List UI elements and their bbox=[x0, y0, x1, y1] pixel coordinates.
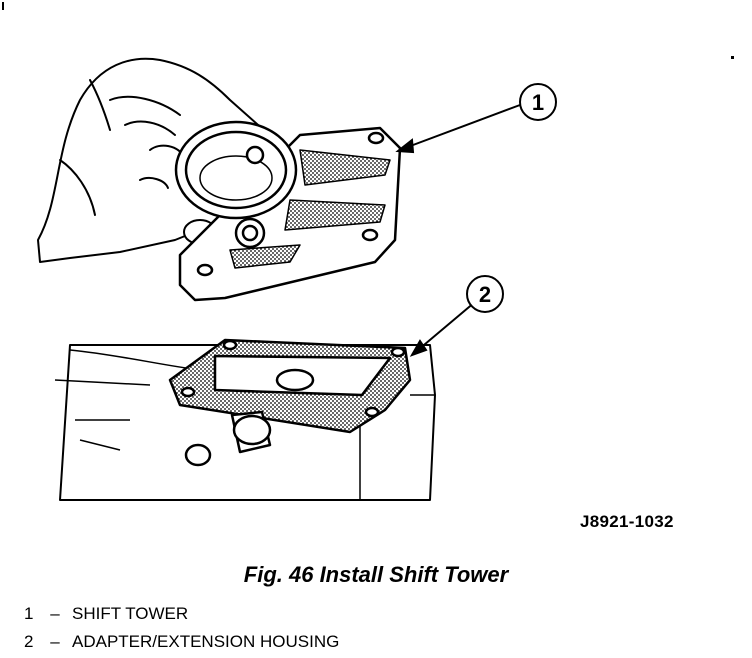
callout-1: 1 bbox=[519, 83, 557, 121]
figure-caption: Fig. 46 Install Shift Tower bbox=[243, 562, 509, 587]
callout-2-number: 2 bbox=[479, 282, 491, 307]
legend-item-label: SHIFT TOWER bbox=[72, 604, 189, 623]
speck-mark bbox=[731, 56, 734, 59]
housing-drawing bbox=[54, 338, 436, 501]
legend-item-2: 2–ADAPTER/EXTENSION HOUSING bbox=[24, 628, 339, 656]
legend-item-number: 1 bbox=[24, 604, 34, 623]
callout-legend: 1–SHIFT TOWER 2–ADAPTER/EXTENSION HOUSIN… bbox=[24, 600, 339, 656]
shift-tower-drawing bbox=[174, 120, 402, 302]
legend-separator: – bbox=[50, 632, 60, 651]
legend-item-number: 2 bbox=[24, 632, 34, 651]
callout-1-number: 1 bbox=[532, 90, 544, 115]
corner-mark bbox=[2, 2, 4, 10]
legend-item-label: ADAPTER/EXTENSION HOUSING bbox=[72, 632, 340, 651]
figure-code: J8921-1032 bbox=[580, 512, 674, 531]
legend-item-1: 1–SHIFT TOWER bbox=[24, 600, 339, 628]
leader-lines bbox=[395, 104, 521, 357]
shift-tower-illustration: 1 2 bbox=[2, 2, 734, 501]
callout-2: 2 bbox=[466, 275, 504, 313]
legend-separator: – bbox=[50, 604, 60, 623]
